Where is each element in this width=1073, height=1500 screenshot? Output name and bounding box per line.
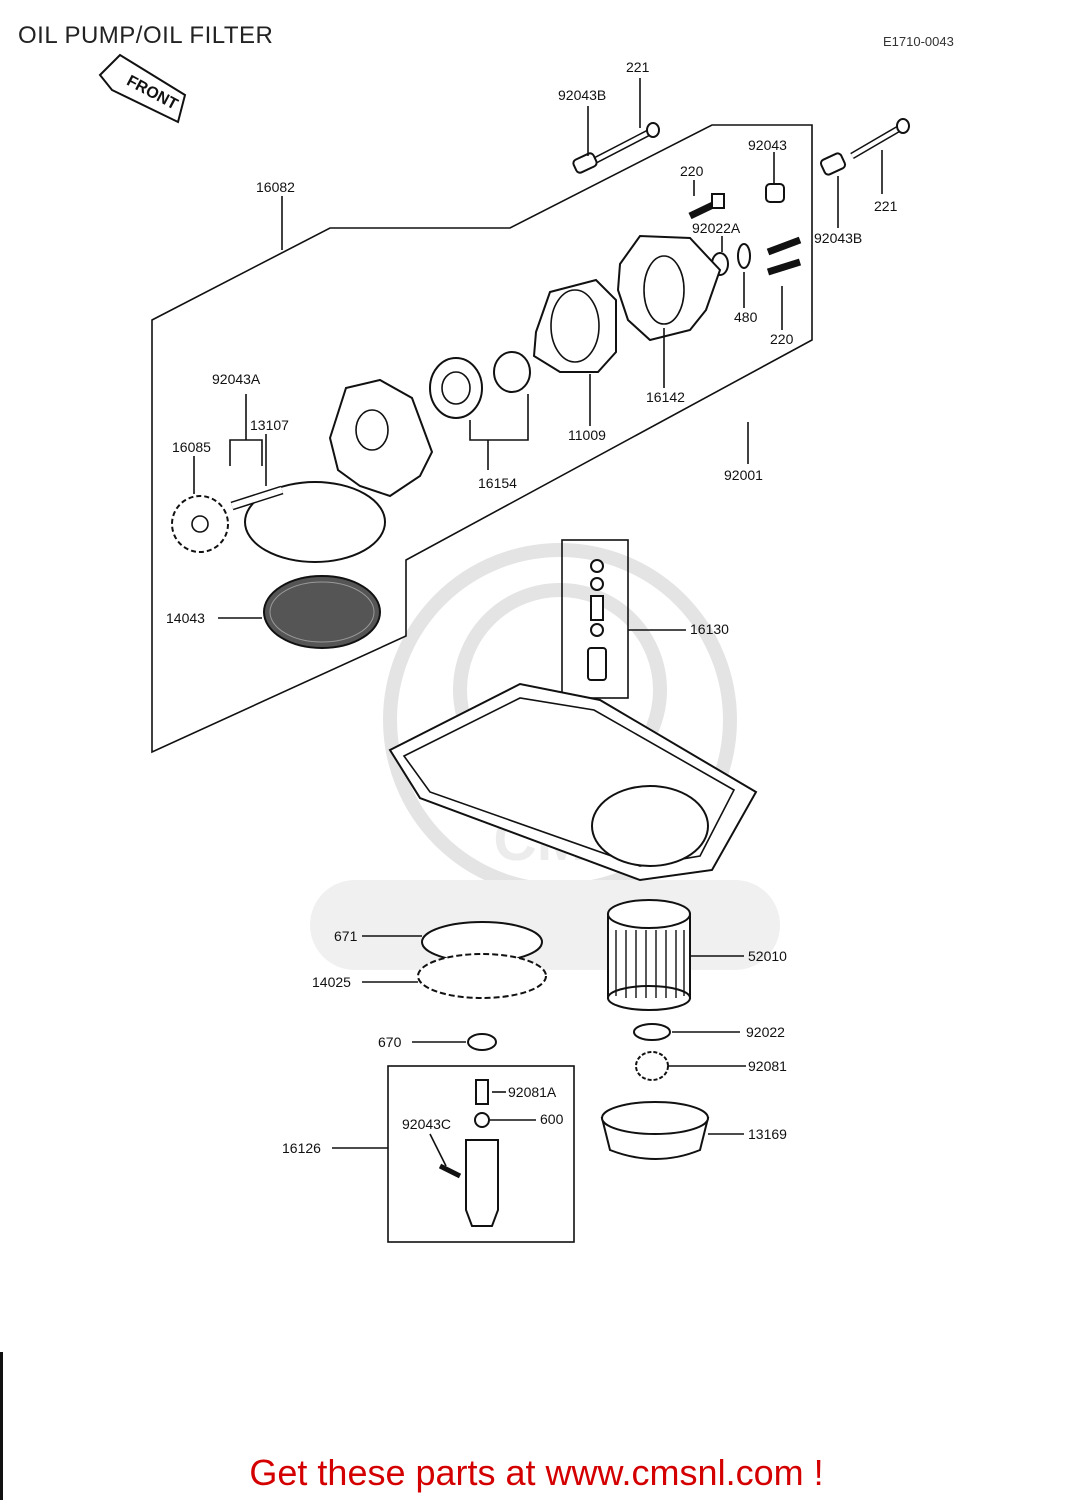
label-14043: 14043	[166, 610, 205, 626]
label-52010: 52010	[748, 948, 787, 964]
washer-670	[467, 1033, 497, 1051]
bolt-220-top	[688, 193, 725, 220]
label-92001: 92001	[724, 467, 763, 483]
label-16142: 16142	[646, 389, 685, 405]
bolt-221-top	[594, 122, 660, 164]
label-92081A: 92081A	[508, 1084, 557, 1100]
label-92043B-top: 92043B	[558, 87, 606, 103]
label-671: 671	[334, 928, 358, 944]
label-92081: 92081	[748, 1058, 787, 1074]
label-92043B-right: 92043B	[814, 230, 862, 246]
footer-link[interactable]: Get these parts at www.cmsnl.com !	[249, 1452, 824, 1493]
pin-92043C	[438, 1163, 462, 1179]
part-labels: 221 92043B 92043 221 220 92022A 92043B 1…	[166, 59, 898, 1156]
label-221-right: 221	[874, 198, 898, 214]
label-16085: 16085	[172, 439, 211, 455]
relief-ball	[590, 559, 604, 573]
pump-body	[328, 378, 434, 498]
pump-group-outline	[151, 124, 813, 754]
spring-92081	[635, 1051, 669, 1081]
label-92022A: 92022A	[692, 220, 741, 236]
label-92043A: 92043A	[212, 371, 261, 387]
label-16154: 16154	[478, 475, 517, 491]
leader-lines	[193, 78, 883, 1167]
label-14025: 14025	[312, 974, 351, 990]
gasket-11009	[532, 278, 617, 373]
rotor-outer-16154	[429, 357, 483, 419]
filter-cover-14025	[417, 953, 547, 999]
label-480: 480	[734, 309, 758, 325]
label-16082: 16082	[256, 179, 295, 195]
label-221-top: 221	[626, 59, 650, 75]
label-13107: 13107	[250, 417, 289, 433]
front-arrow: FRONT	[98, 53, 187, 124]
label-16130: 16130	[690, 621, 729, 637]
washer-92022	[633, 1023, 671, 1041]
label-92043: 92043	[748, 137, 787, 153]
spring-92081A	[475, 1079, 489, 1105]
label-13169: 13169	[748, 1126, 787, 1142]
oring-480	[737, 243, 751, 269]
oil-screen-14043	[263, 575, 381, 649]
strainer-plate	[244, 481, 386, 563]
filter-pleats	[615, 930, 685, 998]
pump-cover-16142	[616, 234, 722, 342]
label-600: 600	[540, 1111, 564, 1127]
page-title: OIL PUMP/OIL FILTER	[18, 22, 274, 49]
bolts-220-right	[766, 236, 802, 276]
label-220-right: 220	[770, 331, 794, 347]
label-16126: 16126	[282, 1140, 321, 1156]
dowel-92043	[765, 183, 785, 203]
ball-600	[474, 1112, 490, 1128]
label-92043C: 92043C	[402, 1116, 451, 1132]
bypass-valve-box	[387, 1065, 575, 1243]
label-670: 670	[378, 1034, 402, 1050]
label-92022: 92022	[746, 1024, 785, 1040]
dowel-92043B-top	[572, 152, 598, 174]
label-220-top: 220	[680, 163, 704, 179]
rotor-inner-16154	[493, 351, 531, 393]
bolt-221-right	[850, 118, 910, 160]
dowel-92043B-right	[819, 152, 847, 176]
margin-bar	[0, 1352, 3, 1500]
label-11009: 11009	[568, 427, 606, 443]
sprocket-16085	[171, 495, 229, 553]
diagram-code: E1710-0043	[883, 34, 954, 49]
bypass-valve-body	[465, 1139, 499, 1227]
